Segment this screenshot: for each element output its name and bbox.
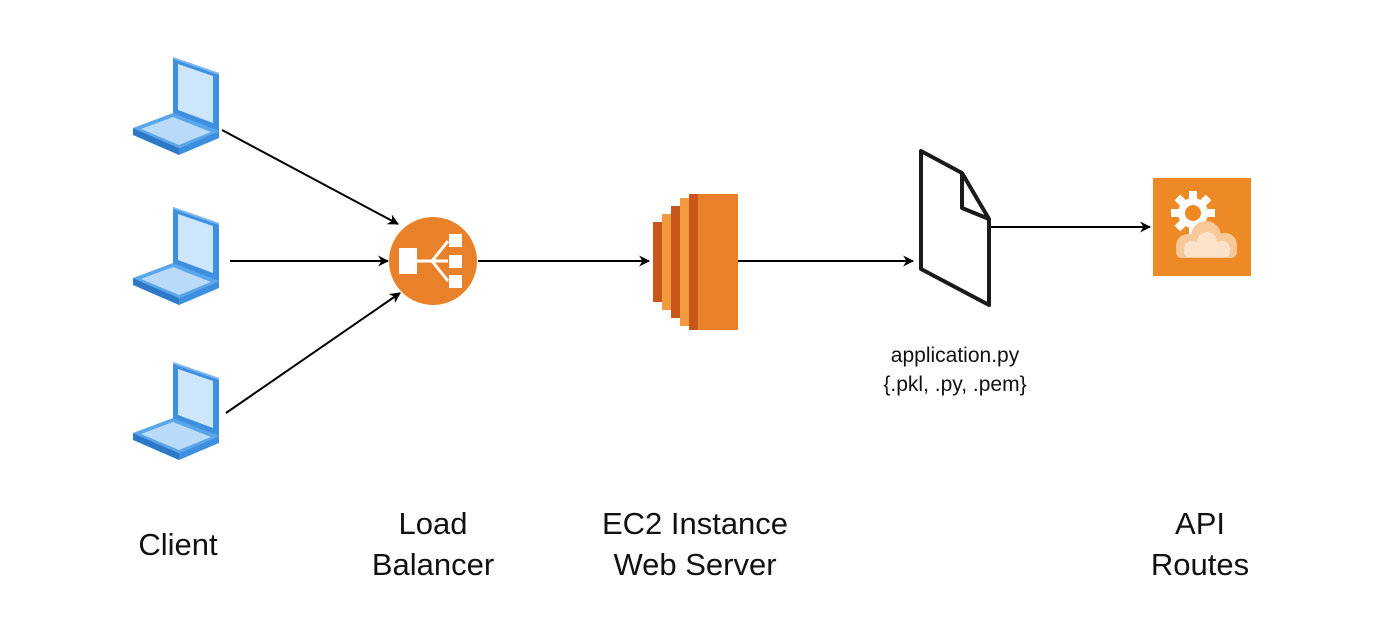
arrow-client1-to-lb — [221, 129, 399, 225]
load-balancer-label: Load Balancer — [343, 503, 523, 585]
laptop-icon — [133, 207, 219, 305]
load-balancer-icon — [389, 217, 477, 305]
file-caption-line2: {.pkl, .py, .pem} — [883, 373, 1027, 396]
api-routes-label: API Routes — [1120, 503, 1280, 585]
file-caption: application.py {.pkl, .py, .pem} — [845, 341, 1065, 399]
api-label-line2: Routes — [1150, 547, 1250, 582]
ec2-label: EC2 Instance Web Server — [565, 503, 825, 585]
ec2-instance-icon — [653, 194, 738, 330]
client-label: Client — [118, 524, 238, 565]
load-balancer-label-line2: Balancer — [371, 547, 495, 582]
document-icon — [919, 149, 991, 307]
ec2-label-line2: Web Server — [613, 547, 777, 582]
file-caption-line1: application.py — [890, 344, 1020, 367]
api-label-line1: API — [1175, 506, 1225, 541]
load-balancer-label-line1: Load — [398, 506, 468, 541]
client-label-text: Client — [138, 527, 218, 562]
ec2-label-line1: EC2 Instance — [601, 506, 789, 541]
arrow-client3-to-lb — [225, 292, 401, 414]
laptop-icon — [133, 57, 219, 155]
api-gear-cloud-icon — [1153, 178, 1251, 276]
laptop-icon — [133, 362, 219, 460]
